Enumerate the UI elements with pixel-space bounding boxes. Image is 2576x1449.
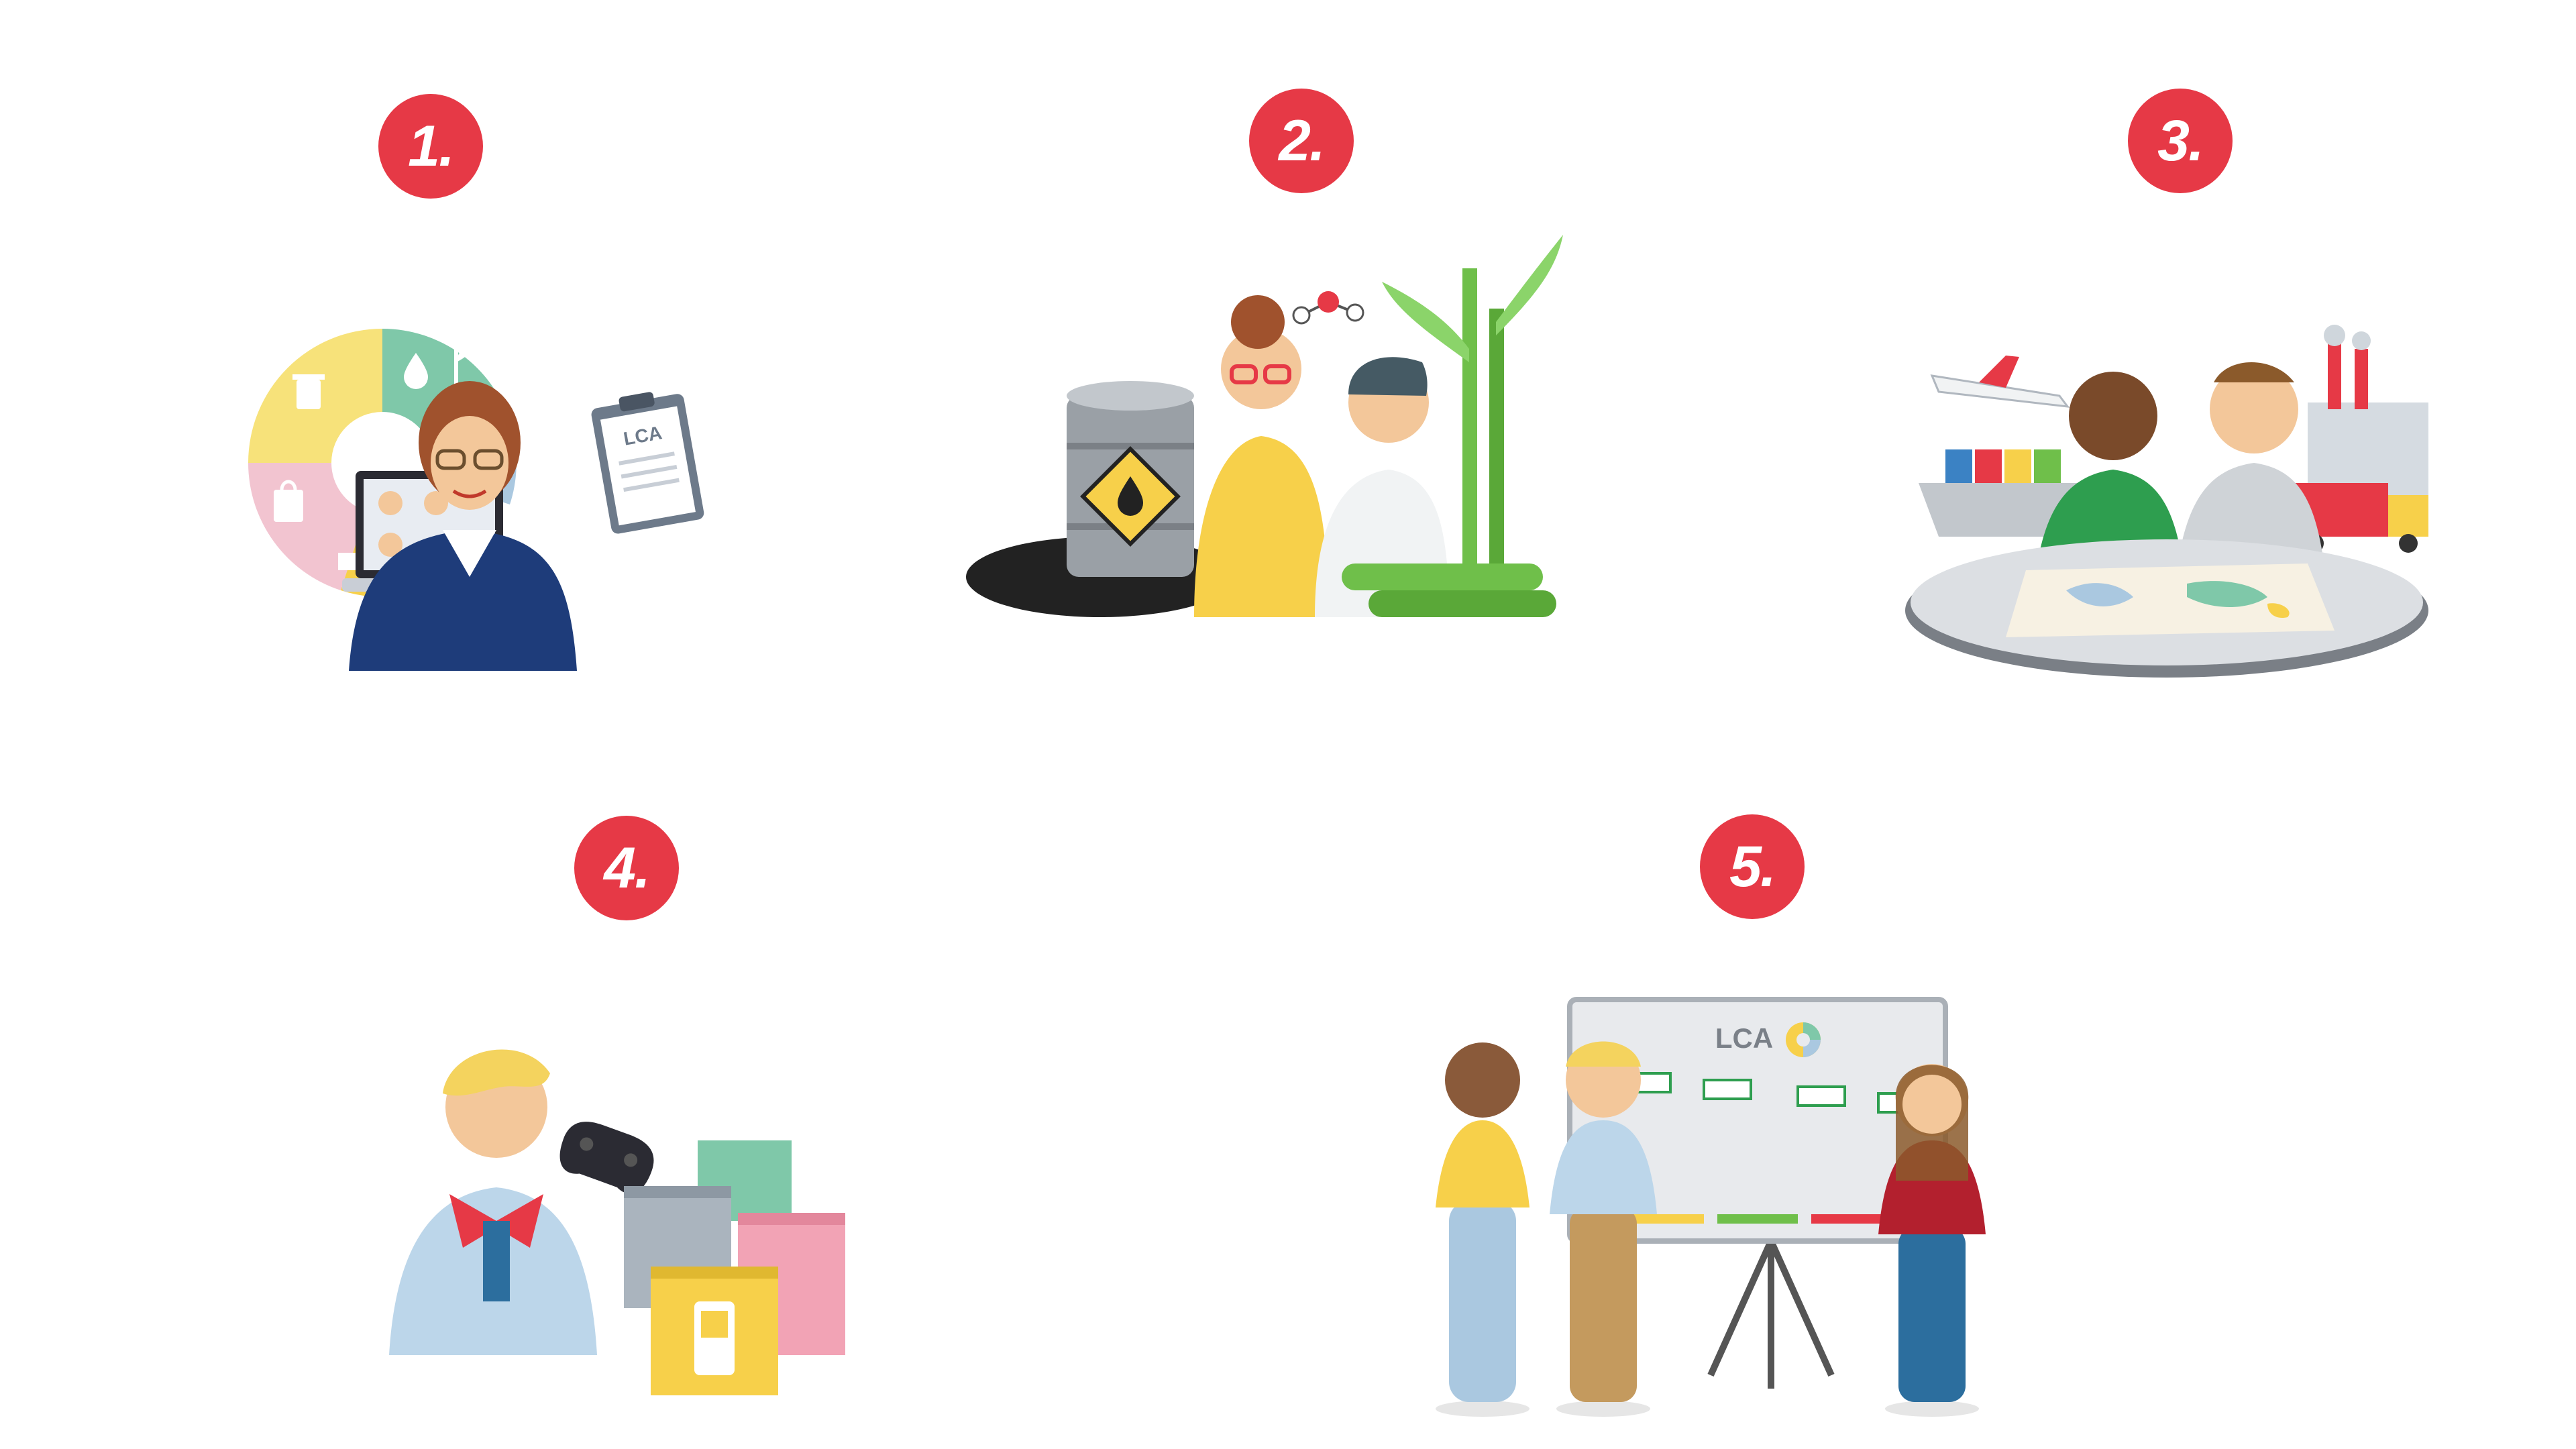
molecule-icon	[1292, 291, 1364, 325]
man-center	[1550, 1041, 1657, 1417]
step-3-illustration	[1905, 325, 2428, 678]
step-1-badge: 1.	[378, 94, 483, 199]
step-2-illustration	[966, 235, 1563, 617]
game-controller-icon	[559, 1122, 654, 1194]
presentation-board: LCA	[1567, 997, 1948, 1389]
step-5-illustration: LCA	[1436, 997, 1986, 1417]
step-4-number: 4.	[604, 835, 651, 900]
step-4-badge: 4.	[574, 816, 679, 920]
step-1-illustration: LCA	[248, 329, 704, 671]
factory-icon	[2308, 325, 2428, 510]
woman-right	[1878, 1064, 1986, 1417]
airplane-icon	[1930, 356, 2070, 408]
woman-presenter	[349, 381, 577, 671]
woman-left	[1436, 1042, 1529, 1417]
sugarcane-icon	[1342, 235, 1563, 617]
step-3-number: 3.	[2157, 108, 2204, 173]
phone-icon	[694, 1301, 735, 1375]
board-label: LCA	[1715, 1022, 1773, 1054]
step-2-number: 2.	[1279, 108, 1326, 173]
step-4-illustration	[389, 1049, 845, 1395]
step-2-badge: 2.	[1249, 89, 1354, 193]
recycling-bins-icon	[624, 1140, 845, 1395]
bag-icon	[274, 480, 303, 522]
lca-clipboard: LCA	[591, 392, 704, 534]
step-3-badge: 3.	[2128, 89, 2233, 193]
scientist-woman	[1194, 295, 1328, 617]
pie-icon	[1786, 1022, 1821, 1057]
plant-icon	[454, 342, 475, 396]
trash-icon	[292, 374, 325, 409]
water-drop-icon	[404, 353, 428, 389]
step-1-number: 1.	[408, 113, 455, 178]
world-map-icon	[1905, 539, 2428, 678]
step-5-badge: 5.	[1700, 814, 1805, 919]
oil-barrel-icon	[1067, 381, 1194, 577]
thinking-man	[389, 1049, 597, 1355]
step-5-number: 5.	[1729, 834, 1776, 899]
